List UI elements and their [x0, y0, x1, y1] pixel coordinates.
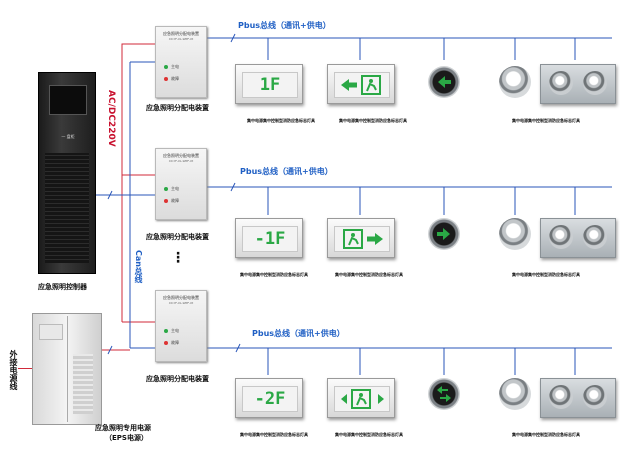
pbus-row-2	[206, 186, 612, 215]
round-emergency-lamp	[499, 218, 531, 250]
lamp-caption: 集中电源集中控制型消防应急标志灯具	[335, 272, 403, 277]
floor-sign-b2: -2F	[235, 378, 303, 418]
round-indicator-bidirectional	[428, 378, 460, 410]
right-arrow-icon	[437, 228, 450, 240]
round-indicator-right-arrow	[428, 218, 460, 250]
lamp-caption: 集中电源集中控制型消防应急标志灯具	[335, 432, 403, 437]
pbus-label-3: Pbus总线（通讯+供电）	[252, 329, 345, 338]
distribution-box-1: 应急照明分配电装置 XX-YF-XL-WPF-Xt 主电 故障	[155, 26, 207, 98]
distribution-label-3: 应急照明分配电装置	[146, 375, 209, 383]
twin-head-lamp	[540, 64, 616, 104]
bidirectional-arrow-icon	[437, 386, 451, 402]
emergency-lighting-controller: 一 盘柜	[38, 72, 96, 274]
distribution-box-3: 应急照明分配电装置 XX-YF-XL-WPF-Xt 主电 故障	[155, 290, 207, 362]
lamp-caption: 集中电源集中控制型消防应急标志灯具	[512, 432, 580, 437]
external-power-arrow	[18, 368, 32, 369]
pbus-label-1: Pbus总线（通讯+供电）	[238, 21, 331, 30]
round-emergency-lamp	[499, 378, 531, 410]
pbus-row-3	[206, 347, 612, 375]
led-red	[164, 199, 168, 203]
lamp-caption: 集中电源集中控制型消防应急标志灯具	[339, 118, 407, 123]
ac-power-line	[121, 43, 155, 322]
ac-power-label: AC/DC220V	[106, 90, 116, 147]
exit-sign-left	[327, 64, 395, 104]
floor-sign-1f: 1F	[235, 64, 303, 104]
lamp-caption: 集中电源集中控制型消防应急标志灯具	[512, 118, 580, 123]
lamp-caption: 集中电源集中控制型消防应急标志灯具	[240, 272, 308, 277]
controller-panel-label: 一 盘柜	[61, 134, 75, 139]
twin-head-lamp	[540, 378, 616, 418]
left-arrow-icon	[438, 76, 451, 88]
led-red	[164, 341, 168, 345]
twin-head-lamp	[540, 218, 616, 258]
distribution-label-1: 应急照明分配电装置	[146, 104, 209, 112]
led-green	[164, 187, 168, 191]
can-bus-label: Can总线	[134, 250, 143, 283]
pbus-label-2: Pbus总线（通讯+供电）	[240, 167, 333, 176]
lamp-caption: 集中电源集中控制型消防应急标志灯具	[512, 272, 580, 277]
exit-sign-right	[327, 378, 395, 418]
eps-label-1: 应急照明专用电源	[95, 424, 151, 432]
controller-label: 应急照明控制器	[38, 283, 87, 291]
exit-left-icon	[341, 75, 381, 95]
lamp-caption: 集中电源集中控制型消防应急标志灯具	[240, 432, 308, 437]
led-green	[164, 329, 168, 333]
controller-screen	[49, 85, 87, 115]
pbus-row-1	[206, 37, 612, 60]
round-emergency-lamp	[499, 66, 531, 98]
round-indicator-left-arrow	[428, 66, 460, 98]
external-power-label: 外接电源线	[9, 350, 18, 390]
eps-label-2: （EPS电源）	[105, 434, 148, 442]
exit-sign-right	[327, 218, 395, 258]
floor-sign-b1: -1F	[235, 218, 303, 258]
distribution-label-2: 应急照明分配电装置	[146, 233, 209, 241]
ellipsis: ⋮	[171, 250, 185, 266]
exit-right-icon	[341, 389, 384, 409]
lamp-caption: 集中电源集中控制型消防应急标志灯具	[247, 118, 315, 123]
led-green	[164, 65, 168, 69]
exit-right-icon	[343, 229, 383, 249]
eps-power-cabinet	[32, 313, 102, 425]
led-red	[164, 77, 168, 81]
distribution-box-2: 应急照明分配电装置 XX-YF-XL-WPF-Xt 主电 故障	[155, 148, 207, 220]
